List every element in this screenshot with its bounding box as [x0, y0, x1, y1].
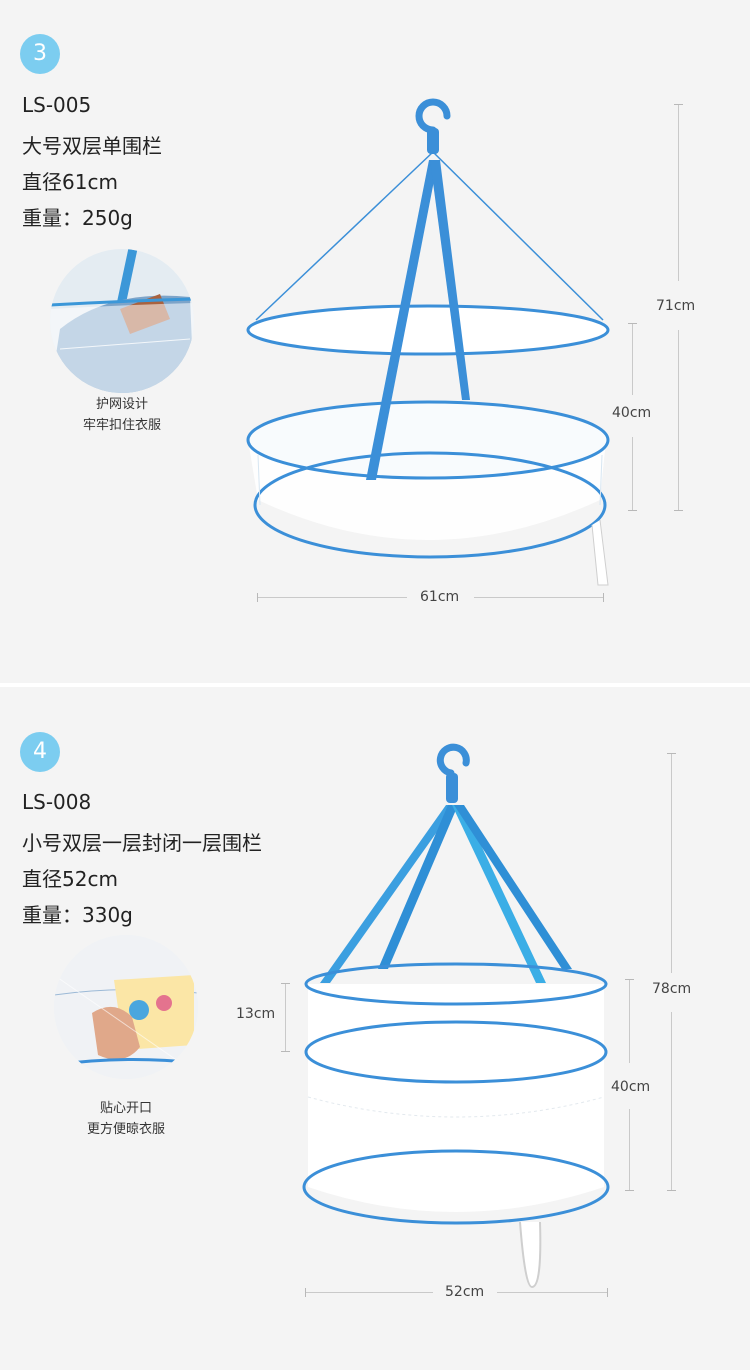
- product-panel-ls-005: 3 LS-005 大号双层单围栏 直径61cm 重量：250g 护网设计 牢牢扣…: [0, 0, 750, 683]
- product-name: 小号双层一层封闭一层围栏: [22, 831, 262, 855]
- weight-spec: 重量：330g: [22, 903, 133, 927]
- hook-icon: [415, 98, 451, 154]
- detail-zoom-image: [54, 935, 198, 1079]
- drying-rack-illustration: [246, 98, 610, 586]
- weight-spec: 重量：250g: [22, 206, 133, 230]
- model-number: LS-008: [22, 790, 92, 814]
- feature-caption-line2: 牢牢扣住衣服: [82, 418, 161, 433]
- dimension-total-height: 78cm: [652, 981, 692, 997]
- dimension-body-height: 40cm: [611, 1079, 651, 1095]
- dimension-total-height: 71cm: [656, 298, 696, 314]
- model-number: LS-005: [22, 93, 92, 117]
- hook-icon: [436, 743, 470, 803]
- diameter-spec: 直径52cm: [22, 867, 118, 891]
- dimension-top-height: 13cm: [236, 1006, 276, 1022]
- dimension-width: 52cm: [445, 1284, 485, 1300]
- index-badge: 3: [20, 34, 60, 74]
- feature-caption-line1: 贴心开口: [99, 1101, 152, 1116]
- feature-caption-line1: 护网设计: [95, 397, 148, 412]
- product-name: 大号双层单围栏: [22, 134, 162, 158]
- index-badge: 4: [20, 732, 60, 772]
- dimension-width: 61cm: [420, 589, 460, 605]
- drying-rack-illustration: [302, 743, 610, 1289]
- dimension-body-height: 40cm: [612, 405, 652, 421]
- detail-zoom-image: [50, 249, 194, 393]
- feature-caption-line2: 更方便晾衣服: [86, 1122, 165, 1137]
- product-panel-ls-008: 4 LS-008 小号双层一层封闭一层围栏 直径52cm 重量：330g 贴心开…: [0, 687, 750, 1370]
- diameter-spec: 直径61cm: [22, 170, 118, 194]
